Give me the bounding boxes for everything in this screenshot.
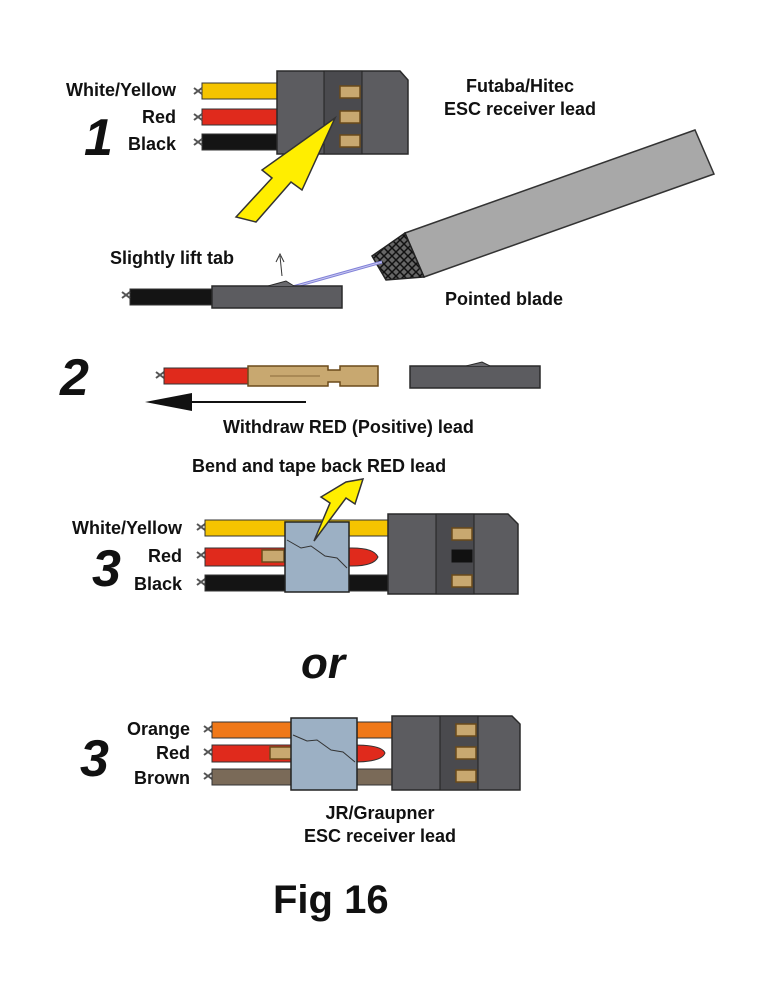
wire-label-red: Red <box>147 546 182 566</box>
step-number-2: 2 <box>60 349 89 407</box>
terminal-pin <box>339 110 361 124</box>
step3a-connector <box>387 513 519 595</box>
step1-side-connector <box>121 280 343 309</box>
wire-label-white-yellow: White/Yellow <box>65 80 176 100</box>
lift-tab-indicator <box>275 252 285 277</box>
lift-tab-label: Slightly lift tab <box>110 248 234 268</box>
connector-subtitle-jr: ESC receiver lead <box>303 826 457 846</box>
red-wire <box>201 108 283 126</box>
terminal-pin <box>451 527 473 541</box>
futaba-connector <box>276 70 409 155</box>
connector-title-jr: JR/Graupner <box>325 803 435 823</box>
withdraw-label: Withdraw RED (Positive) lead <box>223 417 474 437</box>
wire-label-orange: Orange <box>126 719 190 739</box>
connector-title-futaba: Futaba/Hitec <box>465 76 575 96</box>
terminal-pin <box>339 134 361 148</box>
step2-connector <box>409 361 541 389</box>
withdraw-arrow <box>145 393 306 411</box>
wire-label-black: Black <box>133 574 182 594</box>
step1-wires <box>193 82 283 151</box>
terminal-pin <box>269 746 293 760</box>
wire-strands <box>193 87 203 146</box>
withdrawn-red-lead <box>155 365 379 387</box>
figure-title: Fig 16 <box>273 878 389 922</box>
heat-shrink-tape <box>290 717 358 791</box>
or-separator: or <box>301 639 345 688</box>
wire-label-red: Red <box>141 107 176 127</box>
terminal-pin <box>451 574 473 588</box>
terminal-pin <box>455 723 477 737</box>
bend-tape-label: Bend and tape back RED lead <box>192 456 447 476</box>
empty-slot <box>451 549 473 563</box>
connector-subtitle-futaba: ESC receiver lead <box>443 99 597 119</box>
wire-label-black: Black <box>127 134 176 154</box>
step-number-3: 3 <box>80 730 109 788</box>
wire-label-red: Red <box>155 743 190 763</box>
terminal-pin <box>261 549 285 563</box>
white-yellow-wire <box>201 82 283 100</box>
yellow-pointer-arrow <box>234 115 337 223</box>
terminal-pin <box>339 85 361 99</box>
black-wire <box>201 133 283 151</box>
yellow-pointer-arrow <box>313 478 365 542</box>
jr-connector <box>391 715 521 791</box>
step-number-1: 1 <box>84 109 113 167</box>
step-number-3: 3 <box>92 540 121 598</box>
wire-label-white-yellow: White/Yellow <box>71 518 182 538</box>
terminal-pin <box>455 769 477 783</box>
blade-label: Pointed blade <box>445 289 564 309</box>
terminal-pin <box>455 746 477 760</box>
wire-label-brown: Brown <box>134 768 190 788</box>
blade-handle <box>403 129 716 278</box>
blade-knurled-grip <box>371 231 426 281</box>
